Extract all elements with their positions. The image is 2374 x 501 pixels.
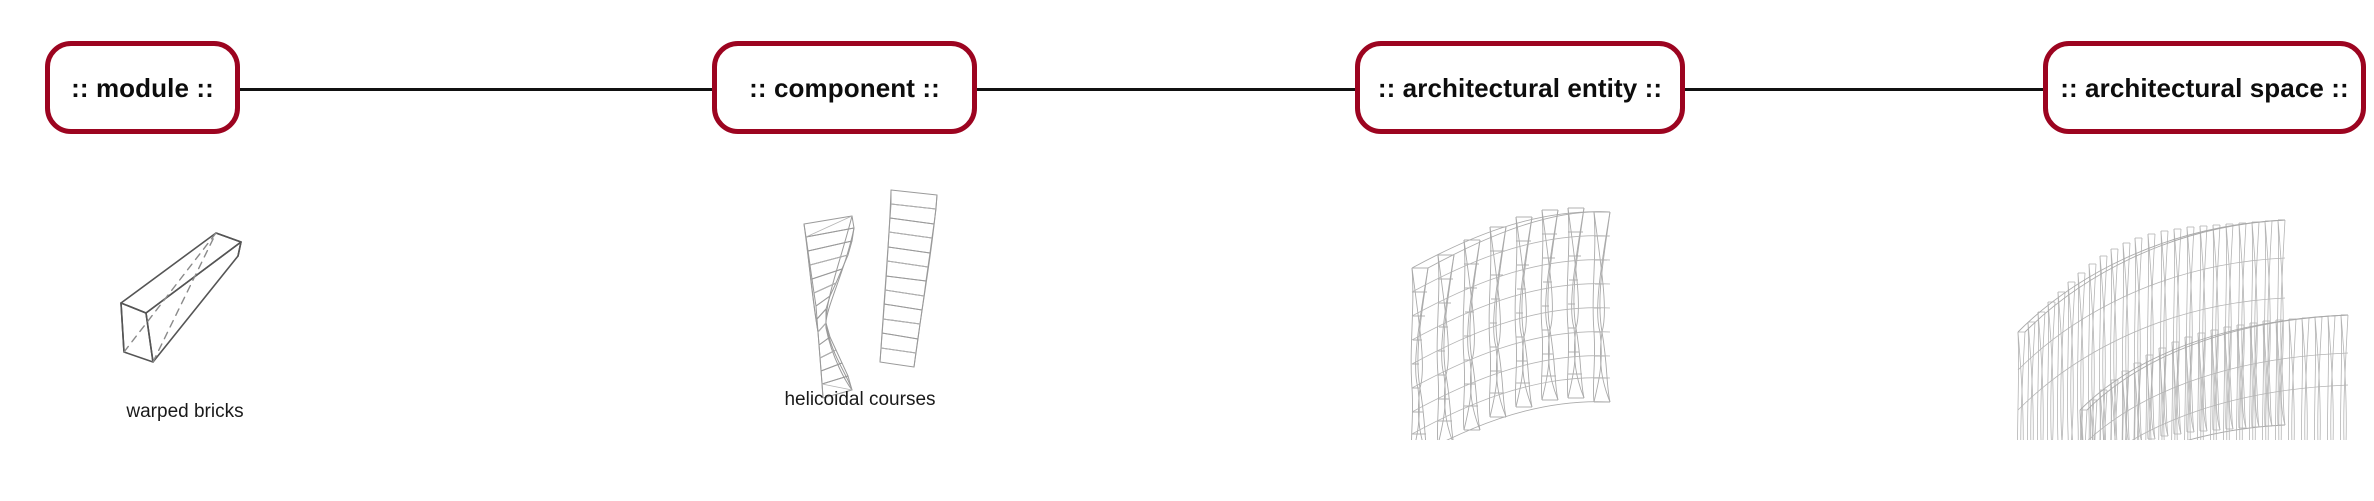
figure-warped-bricks-caption: warped bricks	[126, 401, 244, 422]
upper-wall	[2017, 219, 2286, 440]
connector-module-component	[240, 88, 712, 91]
figure-curved-helicoidal-wall	[1390, 160, 1630, 440]
node-chain: :: module :: :: component :: :: architec…	[0, 0, 2374, 180]
node-module[interactable]: :: module ::	[45, 41, 240, 134]
lower-wall	[2079, 314, 2349, 440]
wireframe-double-curved-walls-icon	[2017, 219, 2349, 440]
connector-architectural-entity-architectural-space	[1685, 88, 2043, 91]
wireframe-twisted-columns-icon	[803, 189, 938, 399]
figure-row: warped bricks	[0, 160, 2374, 501]
node-component[interactable]: :: component ::	[712, 41, 977, 134]
node-architectural-entity[interactable]: :: architectural entity ::	[1355, 41, 1685, 134]
node-component-label: :: component ::	[749, 72, 940, 103]
connector-component-architectural-entity	[977, 88, 1355, 91]
node-architectural-entity-label: :: architectural entity ::	[1377, 72, 1663, 103]
figure-helicoidal-courses-caption: helicoidal courses	[784, 389, 936, 410]
wireframe-warped-brick-icon	[120, 232, 242, 363]
node-architectural-space-label: :: architectural space ::	[2060, 72, 2349, 103]
figure-architectural-space-volume	[2010, 160, 2374, 440]
node-module-label: :: module ::	[71, 72, 214, 103]
figure-warped-bricks: warped bricks	[85, 190, 285, 421]
wireframe-curved-column-wall-icon	[1410, 207, 1611, 440]
node-architectural-space[interactable]: :: architectural space ::	[2043, 41, 2366, 134]
figure-helicoidal-courses: helicoidal courses	[760, 168, 960, 409]
